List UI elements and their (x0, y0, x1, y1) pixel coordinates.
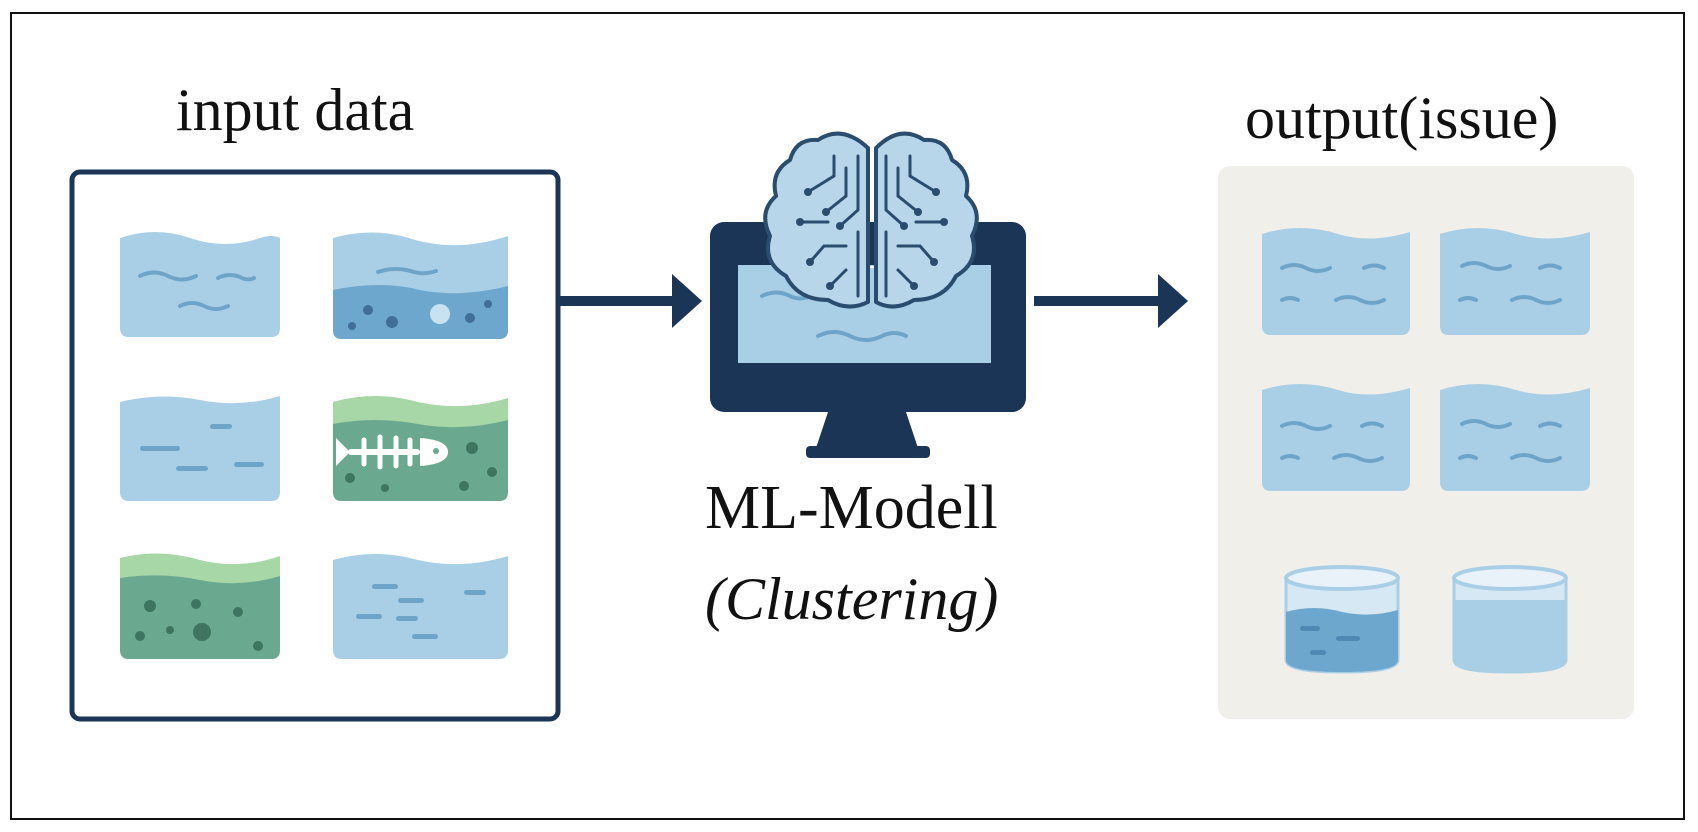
brain-circuit-icon (763, 131, 979, 309)
input-data-title: input data (176, 77, 415, 143)
clean-water-icon (1440, 384, 1590, 491)
water-glass-icon (1452, 565, 1568, 674)
arrow-to-model (558, 274, 702, 328)
output-issue-title: output(issue) (1245, 85, 1559, 151)
ml-model-title: ML-Modell (705, 474, 998, 542)
clean-water-icon (1440, 228, 1590, 335)
dead-fish-water-icon (333, 396, 508, 501)
ml-model-subtitle: (Clustering) (705, 566, 999, 632)
calm-water-icon (120, 396, 280, 501)
arrow-to-output (1034, 274, 1188, 328)
clean-water-icon (1262, 384, 1410, 491)
water-glass-icon (1284, 565, 1400, 674)
calm-water-icon (333, 554, 508, 659)
algae-water-icon (120, 553, 280, 659)
clean-water-icon (1262, 228, 1410, 335)
sediment-water-icon (333, 232, 508, 339)
clean-water-icon (120, 232, 280, 337)
